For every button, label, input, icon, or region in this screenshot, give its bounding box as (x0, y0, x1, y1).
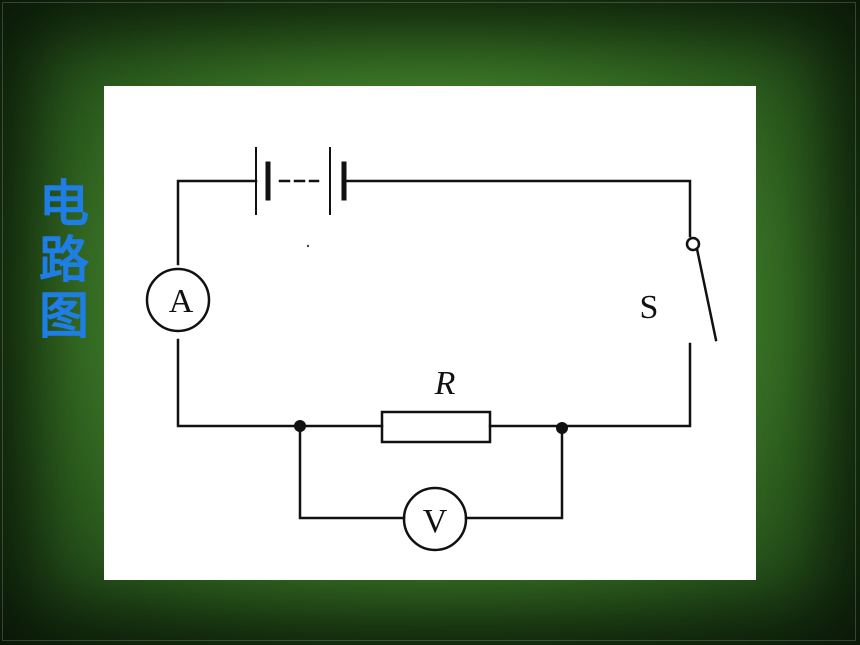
circuit-diagram: A V S R (145, 147, 718, 552)
junction-right (556, 422, 568, 434)
title-char-3: 图 (39, 287, 89, 345)
title-char-1: 电 (39, 175, 89, 233)
wire-voltmeter-branch (298, 424, 564, 520)
resistor-label: R (434, 365, 456, 402)
ammeter-label: A (169, 283, 194, 320)
voltmeter-label: V (423, 503, 448, 540)
circuit-diagram-panel: A V S R (104, 86, 756, 580)
wire-right (562, 342, 692, 428)
slide-title: 电 路 图 (34, 176, 94, 344)
wire-bottom (176, 338, 566, 428)
resistor-symbol (380, 410, 492, 444)
voltmeter-symbol (402, 486, 468, 552)
ammeter-symbol (145, 267, 211, 333)
wire-top-right (342, 179, 692, 238)
title-char-2: 路 (39, 231, 89, 289)
junction-left (294, 420, 306, 432)
switch-label: S (640, 289, 659, 326)
switch-symbol (685, 236, 718, 342)
speck (306, 244, 310, 248)
battery-symbol (255, 147, 347, 215)
wire-top-left (176, 179, 258, 266)
